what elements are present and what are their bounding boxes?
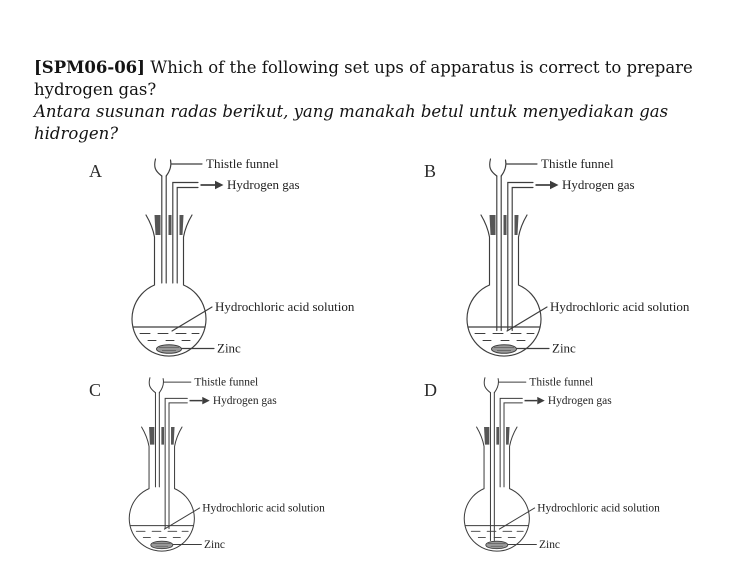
hydrogen-gas-label: Hydrogen gas [562,177,635,192]
liquid-dashes [470,530,524,538]
hydrogen-arrow-head [537,396,545,405]
option-letter-a: A [89,161,102,181]
hydrochloric-acid-label: Hydrochloric acid solution [202,503,325,515]
question-text-malay: Antara susunan radas berikut, yang manak… [34,102,669,143]
zinc-blob [485,540,509,550]
apparatus-diagram-d: Thistle funnel Hydrogen gas Hydrochloric… [463,377,660,552]
diagram-cell-a: A [85,153,420,371]
acid-leader [171,306,213,332]
delivery-tube [172,181,199,284]
zinc-label: Zinc [552,341,576,356]
flask-outline [131,214,207,357]
liquid-dashes [474,333,535,341]
delivery-tube [507,181,534,332]
flask-outline [463,426,530,552]
question-text-english: [SPM06-06] Which of the following set up… [34,57,754,101]
zinc-label: Zinc [539,539,560,551]
delivery-tube [164,397,188,530]
thistle-funnel-mouth-right [158,378,164,394]
delivery-tube [499,397,523,488]
thistle-funnel-mouth-right [493,378,499,394]
hydrochloric-acid-label: Hydrochloric acid solution [550,299,690,314]
hydrogen-arrow-head [215,180,224,190]
question-code: [SPM06-06] [34,58,145,77]
thistle-funnel-mouth [483,377,491,394]
thistle-funnel-mouth-right [500,159,507,177]
option-letter-b: B [424,161,437,181]
thistle-funnel-mouth-right [165,159,172,177]
acid-leader [506,306,548,332]
thistle-funnel-label: Thistle funnel [529,377,593,389]
flask-and-tubes: Thistle funnel Hydrogen gas Hydrochloric… [131,156,355,357]
flask-outline [128,426,195,552]
acid-leader [163,507,201,530]
diagram-cell-b: B [420,153,755,371]
hydrogen-gas-label: Hydrogen gas [548,395,612,407]
thistle-funnel-label: Thistle funnel [194,377,258,389]
hydrogen-arrow-head [202,396,210,405]
thistle-funnel-mouth [489,158,498,177]
diagram-cell-d: D [420,372,755,567]
zinc-blob [491,344,517,354]
option-letter-c: C [89,380,102,400]
liquid-dashes [135,530,189,538]
zinc-blob [150,540,174,550]
hydrochloric-acid-label: Hydrochloric acid solution [215,299,355,314]
apparatus-diagram-c: Thistle funnel Hydrogen gas Hydrochloric… [128,377,325,552]
apparatus-diagram-b: Thistle funnel Hydrogen gas Hydrochloric… [466,156,690,357]
option-letter-d: D [424,380,437,400]
zinc-blob [156,344,182,354]
flask-outline [466,214,542,357]
thistle-funnel-mouth [148,377,156,394]
liquid-dashes [139,333,200,341]
thistle-funnel-label: Thistle funnel [541,156,614,171]
hydrogen-arrow-head [550,180,559,190]
thistle-funnel-label: Thistle funnel [206,156,279,171]
thistle-funnel-mouth [154,158,163,177]
flask-and-tubes: Thistle funnel Hydrogen gas Hydrochloric… [463,377,660,552]
hydrogen-gas-label: Hydrogen gas [213,395,277,407]
flask-and-tubes: Thistle funnel Hydrogen gas Hydrochloric… [466,156,690,357]
acid-leader [498,507,536,530]
question-english: Which of the following set ups of appara… [34,58,693,99]
zinc-label: Zinc [204,539,225,551]
question-block: [SPM06-06] Which of the following set up… [34,57,754,145]
hydrochloric-acid-label: Hydrochloric acid solution [537,503,660,515]
flask-and-tubes: Thistle funnel Hydrogen gas Hydrochloric… [128,377,325,552]
diagram-cell-c: C [85,372,420,567]
hydrogen-gas-label: Hydrogen gas [227,177,300,192]
zinc-label: Zinc [217,341,241,356]
apparatus-diagram-a: Thistle funnel Hydrogen gas Hydrochloric… [131,156,355,357]
